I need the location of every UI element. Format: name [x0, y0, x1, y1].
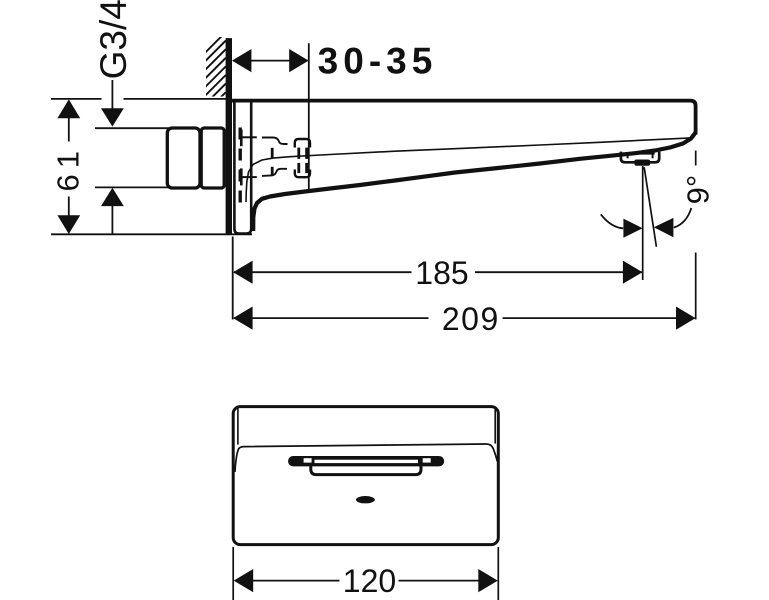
- svg-text:209: 209: [442, 301, 500, 337]
- svg-text:G3/4: G3/4: [93, 0, 134, 79]
- svg-text:185: 185: [415, 255, 468, 291]
- svg-text:30-35: 30-35: [318, 41, 438, 82]
- svg-text:120: 120: [343, 563, 396, 599]
- svg-text:61: 61: [51, 145, 86, 191]
- svg-text:9°: 9°: [681, 175, 716, 205]
